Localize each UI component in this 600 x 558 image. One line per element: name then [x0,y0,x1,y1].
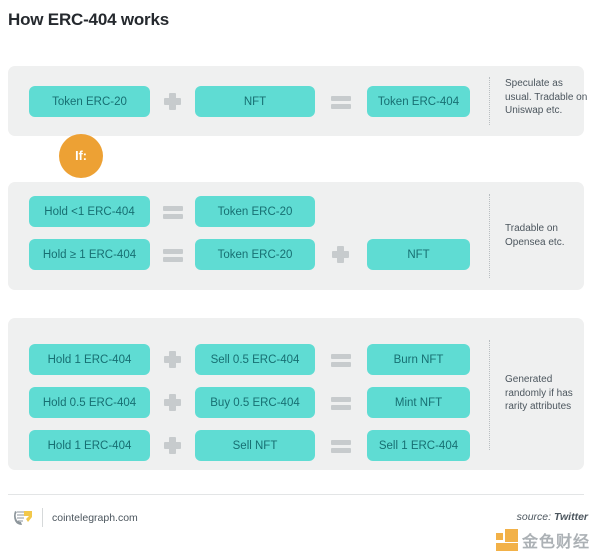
plus-icon [160,430,186,461]
watermark-text: 金色财经 [521,534,590,551]
equation-cell: Burn NFT [367,344,470,375]
page-title: How ERC-404 works [8,10,169,29]
section-panel-3: Hold 1 ERC-404 Sell 0.5 ERC-404 Burn NFT… [8,318,584,470]
equation-cell: Token ERC-20 [195,196,315,227]
jinse-logo-icon [495,529,518,551]
equation-row: Hold ≥ 1 ERC-404 Token ERC-20 NFT [8,239,584,270]
cointelegraph-logo-icon [12,508,34,528]
equation-row: Hold 1 ERC-404 Sell 0.5 ERC-404 Burn NFT [8,344,584,375]
equation-row: Hold 0.5 ERC-404 Buy 0.5 ERC-404 Mint NF… [8,387,584,418]
equation-row: Hold <1 ERC-404 Token ERC-20 [8,196,584,227]
note-divider [489,77,490,125]
equation-row: Token ERC-20 NFT Token ERC-404 [8,86,584,117]
footer-separator [42,508,43,527]
plus-icon [160,344,186,375]
equals-icon [160,239,186,270]
equation-cell: Hold 1 ERC-404 [29,344,150,375]
equation-cell: Hold ≥ 1 ERC-404 [29,239,150,270]
section-note: Tradable on Opensea etc. [505,223,565,248]
equation-cell: Hold <1 ERC-404 [29,196,150,227]
equation-cell: Token ERC-20 [29,86,150,117]
source-value: Twitter [553,511,588,523]
equals-icon [328,344,354,375]
section-panel-1: Token ERC-20 NFT Token ERC-404 Speculate… [8,66,587,136]
source-credit: source: Twitter [517,511,588,523]
equation-cell: Buy 0.5 ERC-404 [195,387,315,418]
equation-cell: Mint NFT [367,387,470,418]
plus-icon [328,239,354,270]
section-note: Speculate as usual. Tradable on Uniswap … [505,78,588,116]
equals-icon [328,430,354,461]
note-divider [489,340,490,450]
watermark: 金色财经 [495,528,590,552]
equation-cell: Sell 1 ERC-404 [367,430,470,461]
equation-row: Hold 1 ERC-404 Sell NFT Sell 1 ERC-404 [8,430,584,461]
equation-cell: Sell NFT [195,430,315,461]
note-divider [489,194,490,278]
section-note: Generated randomly if has rarity attribu… [505,374,573,412]
if-bubble: If: [59,134,103,178]
equation-cell: Token ERC-20 [195,239,315,270]
equals-icon [328,387,354,418]
equals-icon [160,196,186,227]
source-label: source: [516,511,552,523]
if-bubble-label: If: [75,149,87,163]
equation-cell: Hold 1 ERC-404 [29,430,150,461]
equation-cell: NFT [195,86,315,117]
equation-cell: Token ERC-404 [367,86,470,117]
plus-icon [160,86,186,117]
equation-cell: Sell 0.5 ERC-404 [195,344,315,375]
section-panel-2: Hold <1 ERC-404 Token ERC-20 Hold ≥ 1 ER… [8,182,584,290]
equation-cell: NFT [367,239,470,270]
equation-cell: Hold 0.5 ERC-404 [29,387,150,418]
equals-icon [328,86,354,117]
footer-divider [8,494,584,495]
plus-icon [160,387,186,418]
cointelegraph-url: cointelegraph.com [52,512,138,524]
